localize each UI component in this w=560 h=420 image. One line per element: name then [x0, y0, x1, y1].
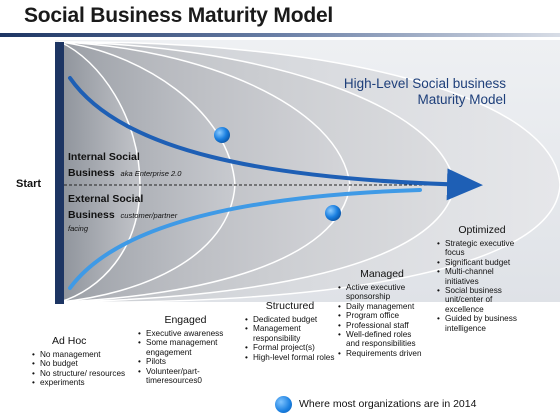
stage-managed: Managed Active executive sponsorship Dai… — [338, 268, 426, 359]
stage-adhoc: Ad Hoc No management No budget No struct… — [32, 335, 132, 388]
start-bar — [55, 42, 64, 304]
legend-dot-icon — [275, 396, 292, 413]
stage-adhoc-item: No budget — [32, 359, 132, 369]
internal-curve-arrow — [68, 76, 483, 201]
stage-optimized: Optimized Strategic executive focus Sign… — [437, 224, 527, 333]
stage-managed-item: Program office — [338, 311, 426, 321]
external-business-label: External Social Business customer/partne… — [68, 191, 177, 233]
stage-structured-item: Formal project(s) — [245, 343, 335, 353]
external-line-2: Business — [68, 209, 115, 221]
legend-text: Where most organizations are in 2014 — [299, 398, 477, 410]
stage-optimized-item: Multi-channel initiatives — [437, 267, 527, 286]
stage-engaged-item: Pilots — [138, 357, 233, 367]
stage-adhoc-title: Ad Hoc — [52, 335, 87, 347]
stage-optimized-title: Optimized — [458, 224, 506, 236]
stage-adhoc-item: No management — [32, 350, 132, 360]
stage-managed-item: Requirements driven — [338, 349, 426, 359]
stage-engaged-item: Volunteer/part-timeresources0 — [138, 367, 233, 386]
stage-structured: Structured Dedicated budget Management r… — [245, 300, 335, 362]
internal-line-1: Internal Social — [68, 151, 140, 163]
internal-position-dot — [214, 127, 230, 143]
internal-line-2: Business — [68, 167, 115, 179]
stage-structured-title: Structured — [265, 300, 315, 312]
external-position-dot — [325, 205, 341, 221]
high-level-title-line-2: Maturity Model — [417, 92, 506, 107]
stage-optimized-item: Strategic executive focus — [437, 239, 527, 258]
stage-engaged-item: Some management engagement — [138, 338, 233, 357]
stage-adhoc-item: experiments — [32, 378, 132, 388]
internal-aka: aka Enterprise 2.0 — [120, 169, 182, 178]
stage-structured-item: Dedicated budget — [245, 315, 335, 325]
stage-optimized-item: Guided by business intelligence — [437, 314, 527, 333]
stage-engaged-title: Engaged — [164, 314, 207, 326]
stage-managed-item: Professional staff — [338, 321, 426, 331]
stage-managed-title: Managed — [360, 268, 404, 280]
internal-business-label: Internal Social Business aka Enterprise … — [68, 149, 181, 182]
stage-managed-item: Active executive sponsorship — [338, 283, 426, 302]
external-aka-2: facing — [68, 224, 89, 233]
external-line-1: External Social — [68, 193, 144, 205]
stage-adhoc-item: No structure/ resources — [32, 369, 132, 379]
external-curve — [68, 188, 422, 290]
stage-engaged: Engaged Executive awareness Some managem… — [138, 314, 233, 385]
stage-structured-item: High-level formal roles — [245, 353, 335, 363]
start-label: Start — [16, 178, 42, 190]
stage-structured-item: Management responsibility — [245, 324, 335, 343]
stage-managed-item: Daily management — [338, 302, 426, 312]
page-title: Social Business Maturity Model — [24, 4, 334, 27]
high-level-title: High-Level Social business Maturity Mode… — [300, 76, 506, 108]
stage-optimized-item: Social business unit/center of excellenc… — [437, 286, 527, 314]
stage-managed-item: Well-defined roles and responsibilities — [338, 330, 426, 349]
title-rule — [0, 33, 560, 37]
stage-optimized-item: Significant budget — [437, 258, 527, 268]
external-aka: customer/partner — [120, 211, 178, 220]
high-level-title-line-1: High-Level Social business — [343, 76, 506, 91]
stage-engaged-item: Executive awareness — [138, 329, 233, 339]
